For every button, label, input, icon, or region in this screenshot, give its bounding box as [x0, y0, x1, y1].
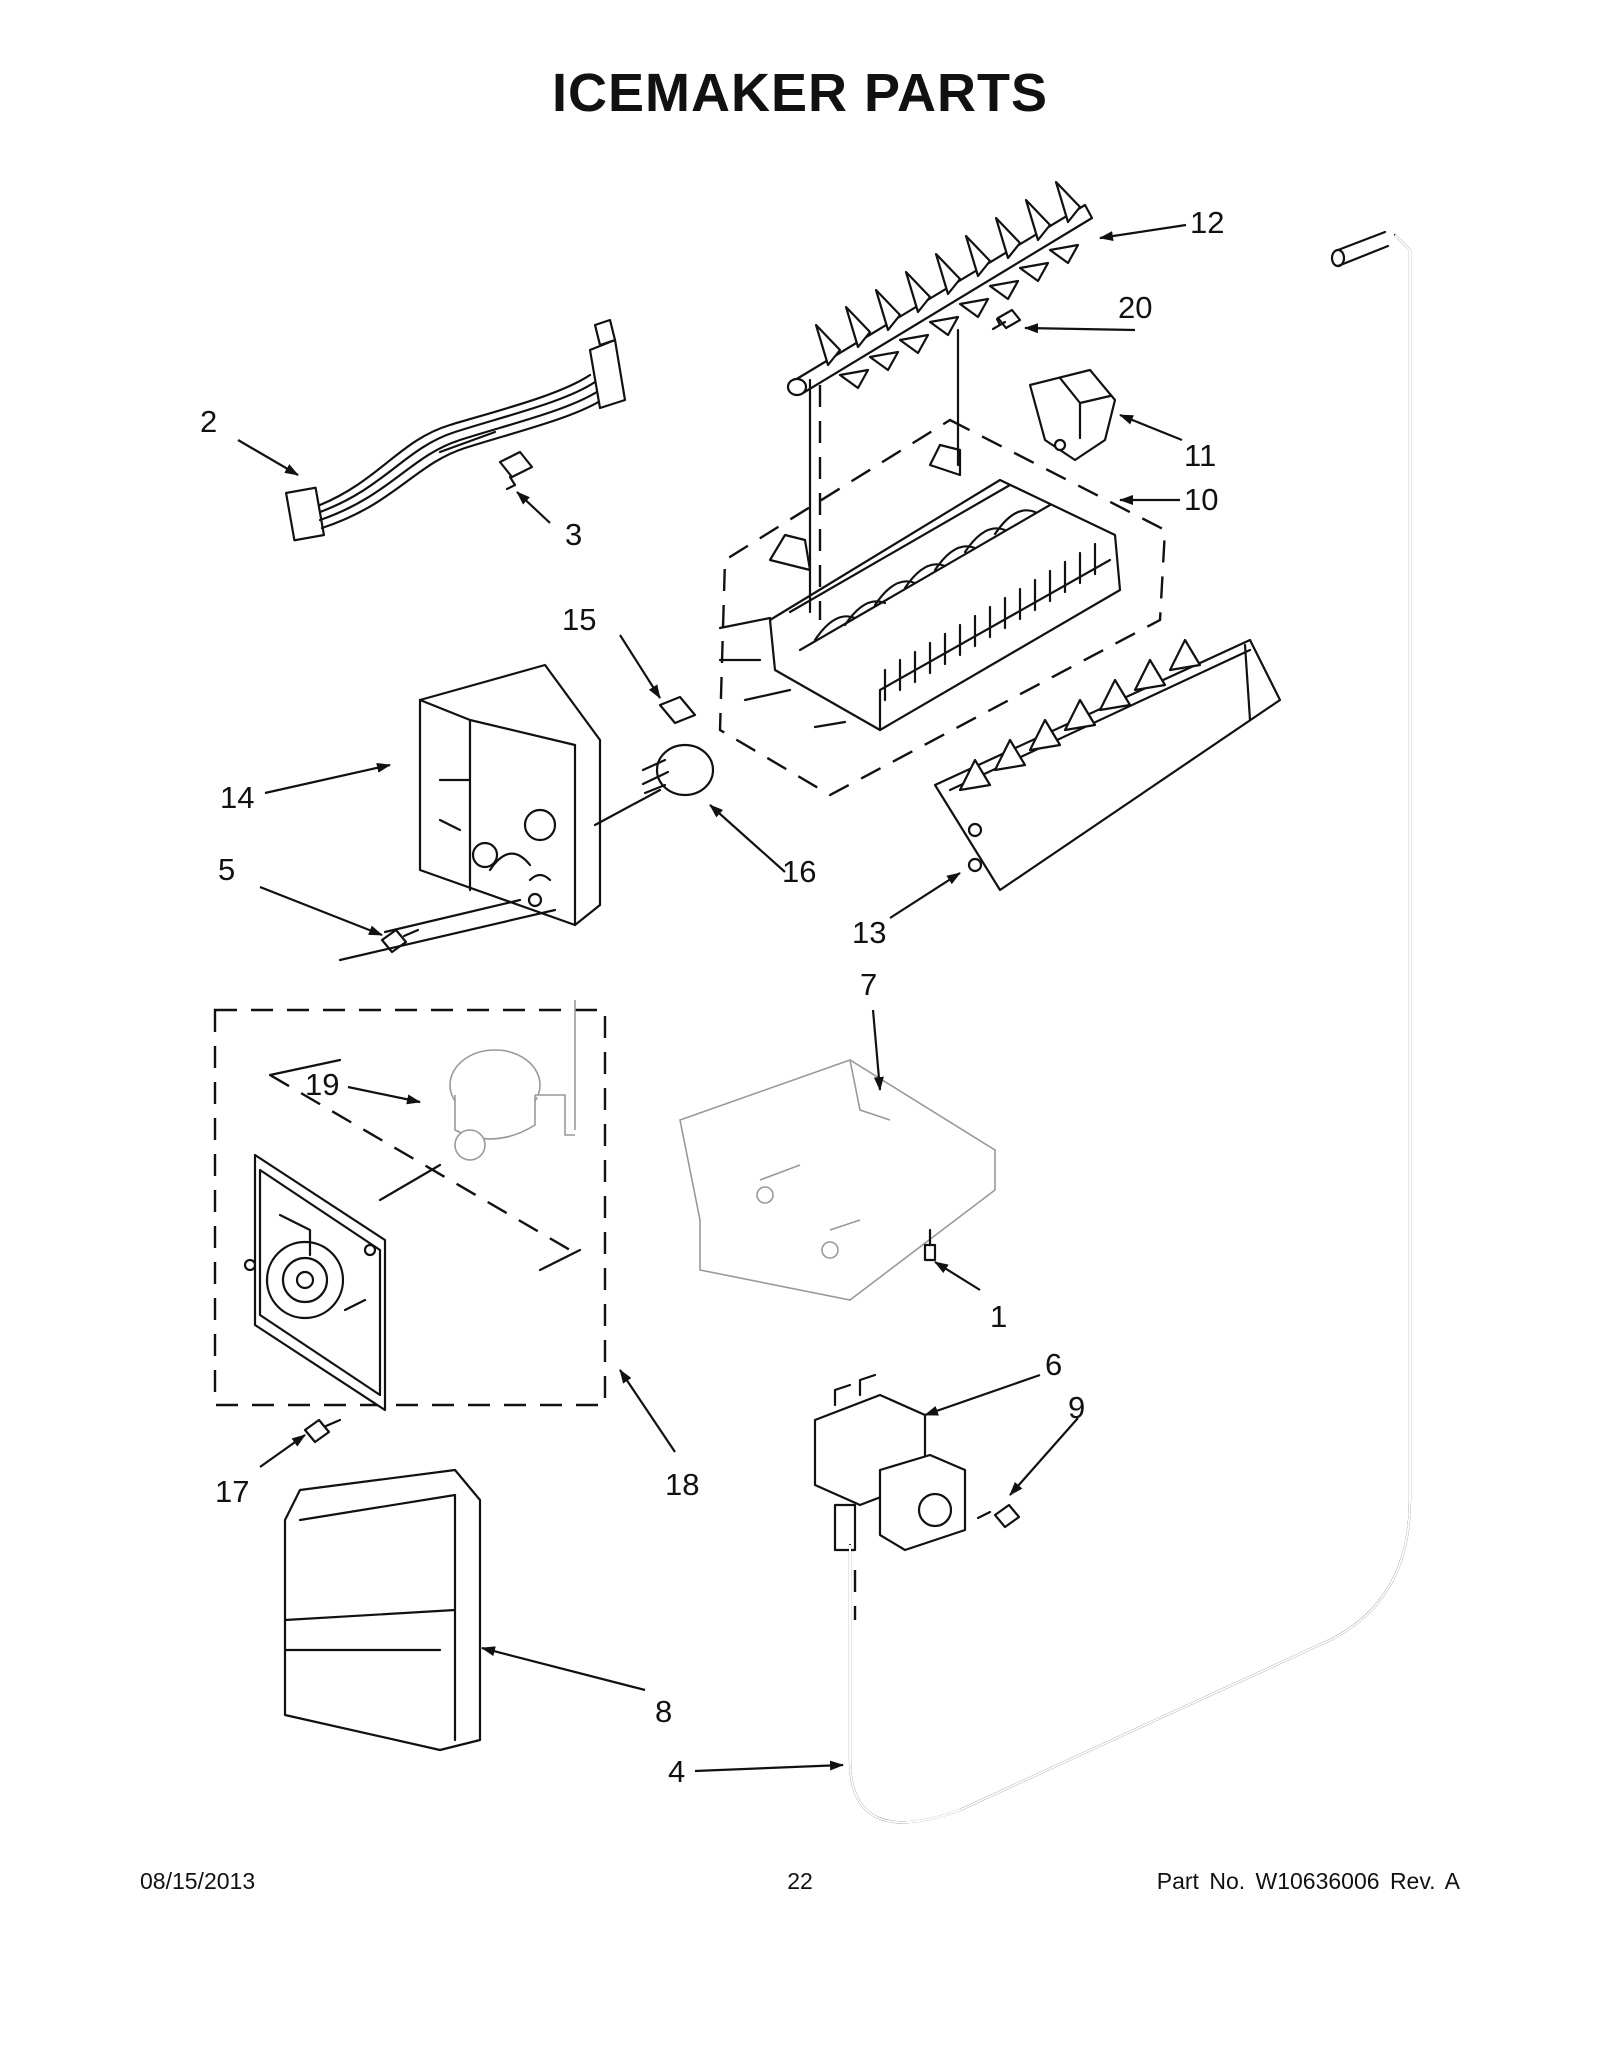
part-6-valve — [813, 1373, 967, 1552]
part-2-harness — [284, 318, 627, 542]
part-9-screw — [976, 1503, 1021, 1529]
part-18-module — [213, 1008, 607, 1412]
assembly-lines — [268, 328, 960, 1620]
callout-2: 2 — [200, 404, 217, 439]
callout-labels: 12 20 11 10 2 3 15 14 16 5 13 7 19 1 6 9… — [200, 205, 1224, 1789]
part-8-cover — [283, 1468, 482, 1752]
callout-8: 8 — [655, 1694, 672, 1729]
part-14-housing — [418, 663, 602, 927]
callout-5: 5 — [218, 852, 235, 887]
callout-16: 16 — [782, 854, 816, 889]
part-1-screw — [923, 1228, 937, 1262]
part-11-bracket — [1028, 368, 1117, 462]
callout-15: 15 — [562, 602, 596, 637]
callout-17: 17 — [215, 1474, 249, 1509]
callout-4: 4 — [668, 1754, 685, 1789]
part-7-shelf — [679, 1059, 997, 1301]
part-10-mold — [718, 418, 1167, 797]
leader-lines — [237, 223, 1187, 1773]
callout-7: 7 — [860, 967, 877, 1002]
callout-14: 14 — [220, 780, 254, 815]
callout-3: 3 — [565, 517, 582, 552]
part-12-ejector — [786, 180, 1094, 397]
callout-20: 20 — [1118, 290, 1152, 325]
part-17-screw — [303, 1418, 342, 1444]
part-20-screw — [991, 308, 1022, 331]
part-19-motor — [449, 1000, 576, 1161]
callout-11: 11 — [1184, 438, 1216, 473]
page-title: ICEMAKER PARTS — [551, 63, 1049, 123]
callout-6: 6 — [1045, 1347, 1062, 1382]
footer-page-number: 22 — [787, 1868, 813, 1894]
part-3-clip — [498, 450, 534, 491]
callout-12: 12 — [1190, 205, 1224, 240]
callout-9: 9 — [1068, 1390, 1085, 1425]
part-16-thermostat — [641, 743, 715, 797]
callout-18: 18 — [665, 1467, 699, 1502]
part-15-clip — [658, 695, 697, 725]
callout-10: 10 — [1184, 482, 1218, 517]
part-4-tube — [848, 230, 1412, 1824]
footer-date: 08/15/2013 — [140, 1868, 256, 1894]
part-13-stripper — [933, 638, 1282, 892]
footer-part-number: Part No. W10636006 Rev. A — [1156, 1868, 1460, 1894]
callout-13: 13 — [852, 915, 886, 950]
callout-1: 1 — [990, 1299, 1007, 1334]
callout-19: 19 — [305, 1067, 339, 1102]
